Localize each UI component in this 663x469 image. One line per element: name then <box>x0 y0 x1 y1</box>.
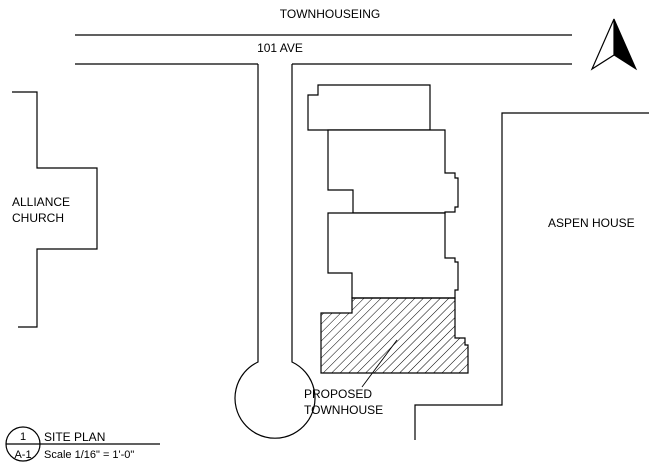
proposed-label-line1: PROPOSED <box>304 387 372 401</box>
avenue-label: 101 AVE <box>257 41 303 55</box>
building-3 <box>327 212 459 299</box>
title-block: 1 A-1 SITE PLAN Scale 1/16" = 1'-0" <box>5 426 160 462</box>
driveway-cul-de-sac <box>234 64 316 439</box>
drawing-scale: Scale 1/16" = 1'-0" <box>44 449 134 461</box>
proposed-townhouse-building <box>320 297 469 374</box>
north-arrow-icon <box>590 18 638 71</box>
building-2 <box>327 129 459 214</box>
alliance-church-label-line2: CHURCH <box>12 211 64 225</box>
sheet-number: A-1 <box>14 449 31 461</box>
building-1 <box>307 84 431 131</box>
aspen-house-parcel <box>414 112 649 440</box>
detail-number: 1 <box>20 431 26 443</box>
proposed-leader-line <box>361 339 398 388</box>
aspen-house-label: ASPEN HOUSE <box>548 216 635 230</box>
avenue-road <box>75 34 572 65</box>
drawing-title: SITE PLAN <box>44 430 105 444</box>
alliance-church-parcel <box>12 91 98 328</box>
alliance-church-label-line1: ALLIANCE <box>12 195 70 209</box>
top-street-label: TOWNHOUSEING <box>280 7 380 21</box>
proposed-label-line2: TOWNHOUSE <box>304 403 383 417</box>
